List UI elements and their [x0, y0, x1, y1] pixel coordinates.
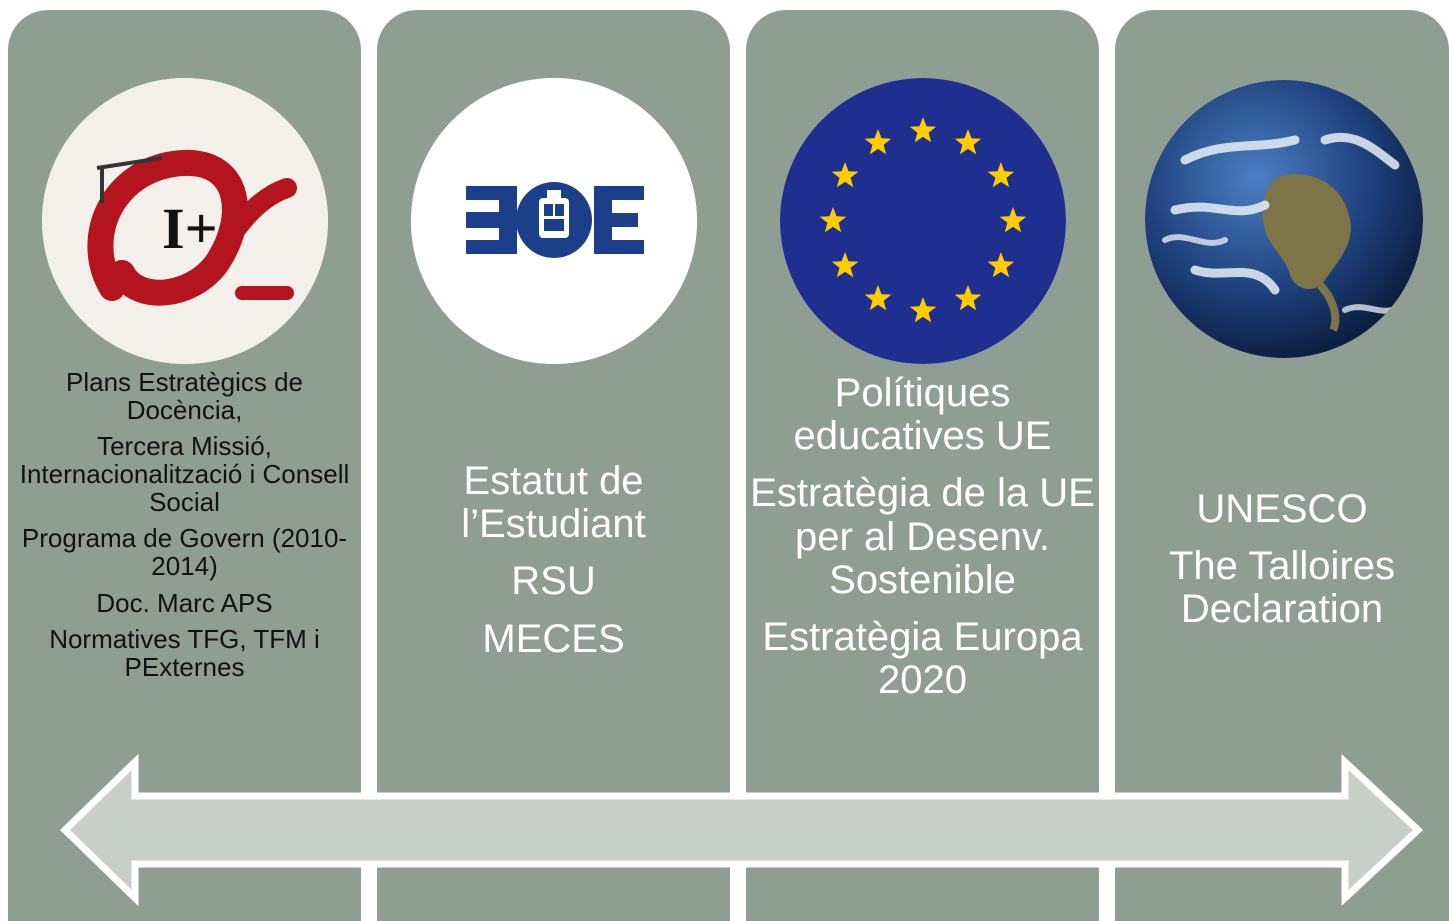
text-line: Plans Estratègics de Docència, — [65, 367, 303, 426]
panel-eu: Polítiques educatives UE Estratègia de l… — [746, 10, 1099, 921]
eu-star-icon — [864, 129, 892, 155]
eu-star-icon — [909, 117, 937, 143]
eu-star-icon — [954, 284, 982, 311]
eu-flag — [780, 78, 1066, 364]
university-logo: I+ — [42, 78, 328, 364]
panel-3-text: Polítiques educatives UE Estratègia de l… — [746, 371, 1099, 716]
logo-mark: I+ — [162, 196, 218, 261]
panel-2-text: Estatut de l’Estudiant RSU MECES — [377, 459, 730, 675]
eu-star-icon — [831, 252, 859, 278]
eu-star-icon — [987, 162, 1015, 188]
boe-logo — [411, 78, 697, 364]
text-line: The Talloires Declaration — [1168, 544, 1396, 632]
eu-star-icon — [819, 207, 847, 233]
eu-star-icon — [909, 297, 937, 323]
eu-star-icon — [831, 162, 859, 188]
panel-1-text: Plans Estratègics de Docència, Tercera M… — [8, 368, 361, 689]
text-line: Estratègia de la UE per al Desenv. Soste… — [750, 471, 1095, 602]
text-line: Polítiques educatives UE — [793, 371, 1052, 459]
text-line: MECES — [482, 616, 625, 661]
text-line: Tercera Missió, Internacionalització i C… — [19, 431, 350, 518]
eu-star-icon — [999, 207, 1027, 233]
text-line: Estatut de l’Estudiant — [461, 459, 646, 547]
text-line: Estratègia Europa 2020 — [762, 614, 1083, 703]
eu-star-icon — [987, 252, 1015, 278]
panel-unesco: UNESCO The Talloires Declaration — [1115, 10, 1449, 921]
text-line: Normatives TFG, TFM i PExternes — [49, 623, 320, 682]
panel-university: I+ Plans Estratègics de Docència, Tercer… — [8, 10, 361, 921]
eu-star-icon — [954, 129, 982, 155]
panel-boe: Estatut de l’Estudiant RSU MECES — [377, 10, 730, 921]
text-line: RSU — [511, 559, 596, 604]
eu-star-icon — [864, 284, 892, 311]
earth-globe — [1145, 80, 1423, 358]
text-line: Doc. Marc APS — [96, 587, 273, 618]
text-line: UNESCO — [1196, 487, 1368, 531]
panel-4-text: UNESCO The Talloires Declaration — [1115, 487, 1449, 646]
text-line: Programa de Govern (2010-2014) — [21, 523, 348, 582]
